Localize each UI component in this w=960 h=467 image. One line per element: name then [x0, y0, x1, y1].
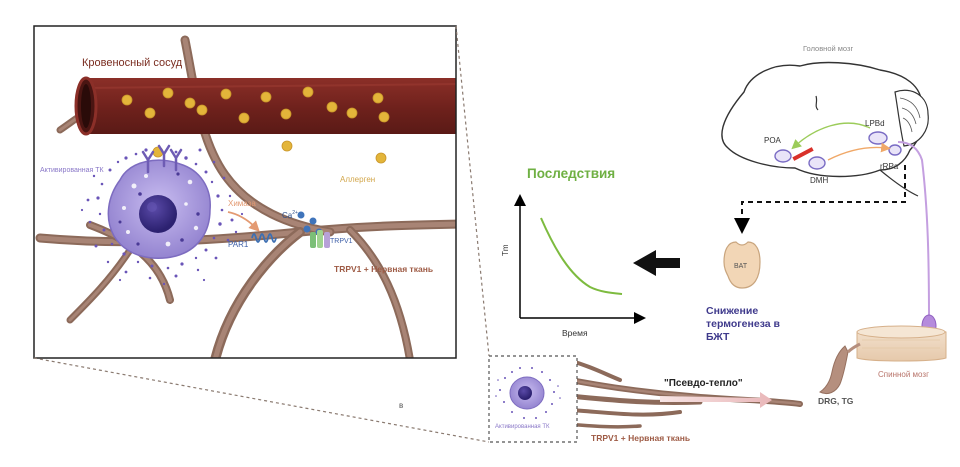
bat-shape	[723, 241, 761, 289]
brain-to-bat-dashed-arrow	[734, 165, 906, 234]
dmh-label: DMH	[810, 176, 828, 185]
dmh-to-rrpa-arrow	[827, 142, 891, 161]
lpbd-label: LPBd	[865, 119, 885, 128]
lpbd-nucleus	[868, 131, 888, 145]
mini-mast-cell-label: Активированная ТК	[495, 424, 550, 430]
bottom-panel: "Псевдо-тепло" Активированная ТК TRPV1 +…	[488, 355, 803, 443]
blood-vessel	[74, 76, 456, 136]
brain-label: Головной мозг	[803, 44, 853, 53]
drg-tg-label: DRG, TG	[818, 396, 854, 406]
chymase-label: Химаза	[228, 199, 256, 208]
spinal-cord-top	[856, 325, 946, 339]
bottom-nerve-fibers	[557, 358, 803, 429]
inhibition-bar	[792, 147, 814, 161]
allergen-label: Аллерген	[340, 175, 375, 184]
bat-reduction-line2: термогенеза в	[706, 318, 781, 330]
rrpa-nucleus	[888, 144, 902, 156]
ascending-neuron	[897, 141, 937, 352]
cerebellum	[894, 89, 929, 147]
vessel-granules	[121, 86, 390, 124]
bat-reduction-line3: БЖТ	[706, 331, 730, 343]
mast-cell-granule-cloud	[80, 148, 244, 286]
chymase-arrow	[227, 211, 260, 232]
trpv1-label: TRPV1	[330, 238, 353, 245]
big-left-arrow	[633, 250, 680, 276]
brain-fold	[815, 95, 819, 111]
pseudo-heat-label: "Псевдо-тепло"	[664, 378, 743, 389]
poa-label: POA	[764, 136, 782, 145]
allergen-particles	[152, 140, 387, 164]
rrpa-label: rRPa	[880, 162, 899, 171]
bat-reduction-line1: Снижение	[706, 305, 758, 317]
cerebellum-folds	[899, 97, 921, 133]
consequences-title: Последствия	[527, 166, 615, 181]
par1-receptor	[251, 233, 277, 243]
lpbd-to-poa-arrow	[791, 122, 871, 150]
calcium-label: Ca2+	[282, 210, 298, 220]
inset-border	[33, 25, 457, 359]
dmh-nucleus	[808, 156, 826, 170]
inset-panel: Кровеносный сосуд Активированная ТК Алле…	[33, 25, 457, 359]
pseudo-heat-arrow	[660, 392, 772, 408]
mini-mast-cell	[495, 367, 561, 419]
brain-block: Головной мозг POA LPBd DMH rRPa	[721, 44, 929, 197]
y-axis-label: Tm	[501, 244, 510, 256]
spinal-cord-block: Спинной мозг DRG, TG	[818, 325, 947, 406]
activated-mast-cell-label: Активированная ТК	[40, 167, 105, 174]
bat-label: BAT	[734, 263, 748, 270]
temperature-curve	[540, 217, 623, 295]
bat-block: BAT Снижение термогенеза в БЖТ	[706, 241, 781, 343]
zoom-connectors	[33, 25, 490, 443]
par1-label: PAR1	[228, 240, 249, 249]
ige-receptors	[141, 144, 183, 174]
brainstem	[879, 169, 919, 197]
activated-mast-cell	[107, 159, 211, 259]
trpv1-nerve-label: TRPV1 + Нервная ткань	[334, 264, 433, 274]
consequences-block: Последствия Tm Время	[501, 166, 646, 338]
stray-letter: в	[399, 401, 403, 410]
spinal-cord-label: Спинной мозг	[878, 370, 929, 379]
vessel-label: Кровеносный сосуд	[82, 57, 183, 69]
bottom-trpv1-nerve-label: TRPV1 + Нервная ткань	[591, 433, 690, 443]
drg-ganglion	[819, 345, 849, 395]
trpv1-channel	[310, 230, 330, 248]
poa-nucleus	[774, 149, 792, 163]
x-axis-label: Время	[562, 328, 588, 338]
